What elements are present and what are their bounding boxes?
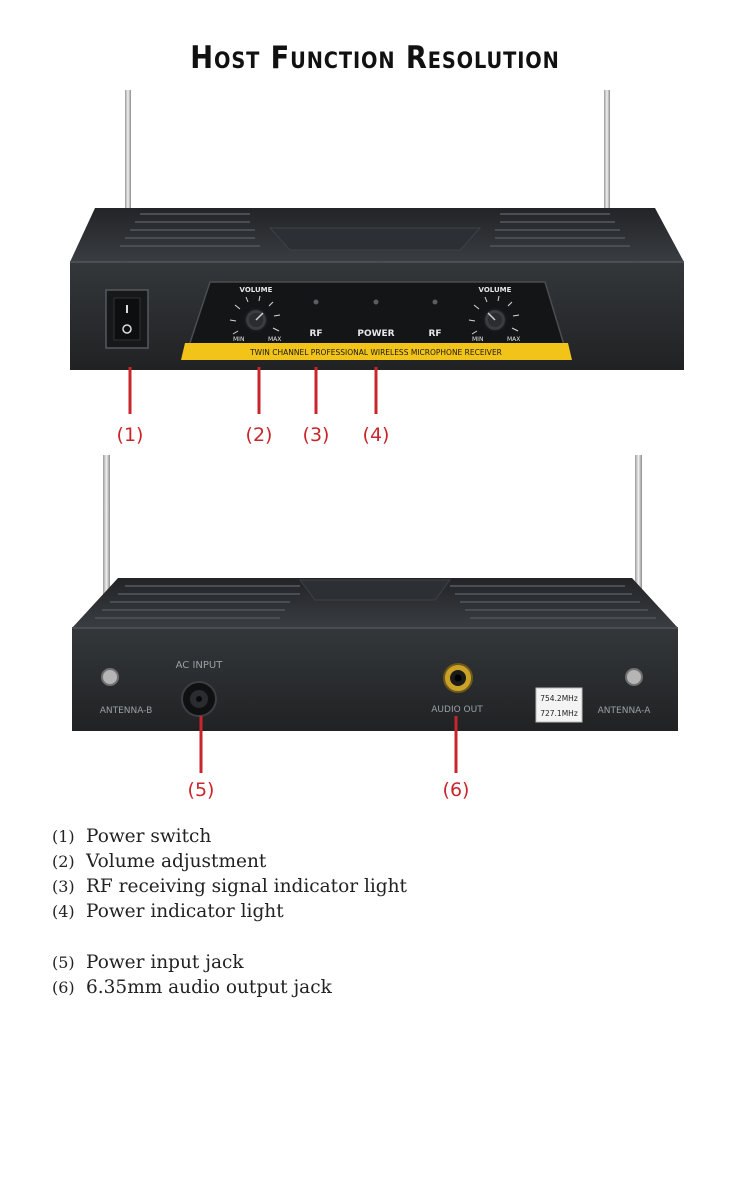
page-title: Host Function Resolution xyxy=(190,40,560,76)
legend-item: (5) Power input jack xyxy=(52,950,407,975)
rear-panel xyxy=(72,628,678,731)
rf-label-right: RF xyxy=(428,329,441,339)
callout-1: (1) xyxy=(116,424,144,446)
legend-num: (4) xyxy=(52,902,75,921)
legend-item: (2) Volume adjustment xyxy=(52,849,407,874)
volume-label-left: VOLUME xyxy=(240,286,273,294)
volume-max-left: MAX xyxy=(268,336,281,343)
legend-item: (4) Power indicator light xyxy=(52,899,407,924)
rear-top-surface xyxy=(72,578,678,628)
callout-4: (4) xyxy=(362,424,390,446)
legend: (1) Power switch (2) Volume adjustment (3)… xyxy=(52,824,407,1000)
legend-num: (2) xyxy=(52,852,75,871)
audio-out-label: AUDIO OUT xyxy=(431,705,483,715)
audio-out-jack[interactable] xyxy=(443,663,473,693)
rear-antenna-right xyxy=(635,455,642,675)
strip-text: TWIN CHANNEL PROFESSIONAL WIRELESS MICRO… xyxy=(249,348,502,357)
antenna-a-label: ANTENNA-A xyxy=(598,706,652,716)
legend-num: (3) xyxy=(52,877,75,896)
power-switch[interactable] xyxy=(105,289,149,349)
power-indicator xyxy=(373,299,379,305)
callout-2: (2) xyxy=(245,424,273,446)
legend-text: Power indicator light xyxy=(86,901,284,922)
freq-1: 754.2MHz xyxy=(540,694,578,703)
legend-text: Volume adjustment xyxy=(86,851,267,872)
legend-spacer xyxy=(52,924,407,950)
legend-num: (6) xyxy=(52,978,75,997)
legend-text: Power switch xyxy=(86,826,212,847)
legend-num: (1) xyxy=(52,827,75,846)
legend-text: RF receiving signal indicator light xyxy=(86,876,407,897)
front-antenna-right xyxy=(604,90,610,215)
volume-knob-right[interactable]: VOLUME MIN MAX xyxy=(468,286,520,343)
legend-text: Power input jack xyxy=(86,952,244,973)
volume-max-right: MAX xyxy=(507,336,520,343)
volume-min-left: MIN xyxy=(233,336,244,343)
ac-input-jack[interactable] xyxy=(181,681,217,717)
antenna-b-label: ANTENNA-B xyxy=(100,706,153,716)
rf-indicator-right xyxy=(432,299,438,305)
legend-item: (3) RF receiving signal indicator light xyxy=(52,874,407,899)
rear-antenna-left xyxy=(103,455,110,675)
callout-6: (6) xyxy=(442,779,470,801)
yellow-strip xyxy=(181,343,572,360)
rf-indicator-left xyxy=(313,299,319,305)
ac-input-label: AC INPUT xyxy=(176,660,224,671)
volume-label-right: VOLUME xyxy=(479,286,512,294)
frequency-sticker: 754.2MHz 727.1MHz xyxy=(535,687,583,723)
legend-item: (6) 6.35mm audio output jack xyxy=(52,975,407,1000)
freq-2: 727.1MHz xyxy=(540,709,578,718)
callout-3: (3) xyxy=(302,424,330,446)
front-antenna-left xyxy=(125,90,131,215)
callout-5: (5) xyxy=(187,779,215,801)
antenna-b-base xyxy=(101,668,119,686)
front-view: TWIN CHANNEL PROFESSIONAL WIRELESS MICRO… xyxy=(70,90,684,414)
legend-item: (1) Power switch xyxy=(52,824,407,849)
antenna-a-base xyxy=(625,668,643,686)
volume-min-right: MIN xyxy=(472,336,483,343)
rear-view: ANTENNA-B ANTENNA-A AC INPUT AUDIO OUT 7… xyxy=(72,455,678,773)
legend-text: 6.35mm audio output jack xyxy=(86,977,332,998)
power-label: POWER xyxy=(357,329,394,339)
rf-label-left: RF xyxy=(309,329,322,339)
volume-knob-left[interactable]: VOLUME MIN MAX xyxy=(229,286,281,343)
legend-num: (5) xyxy=(52,953,75,972)
